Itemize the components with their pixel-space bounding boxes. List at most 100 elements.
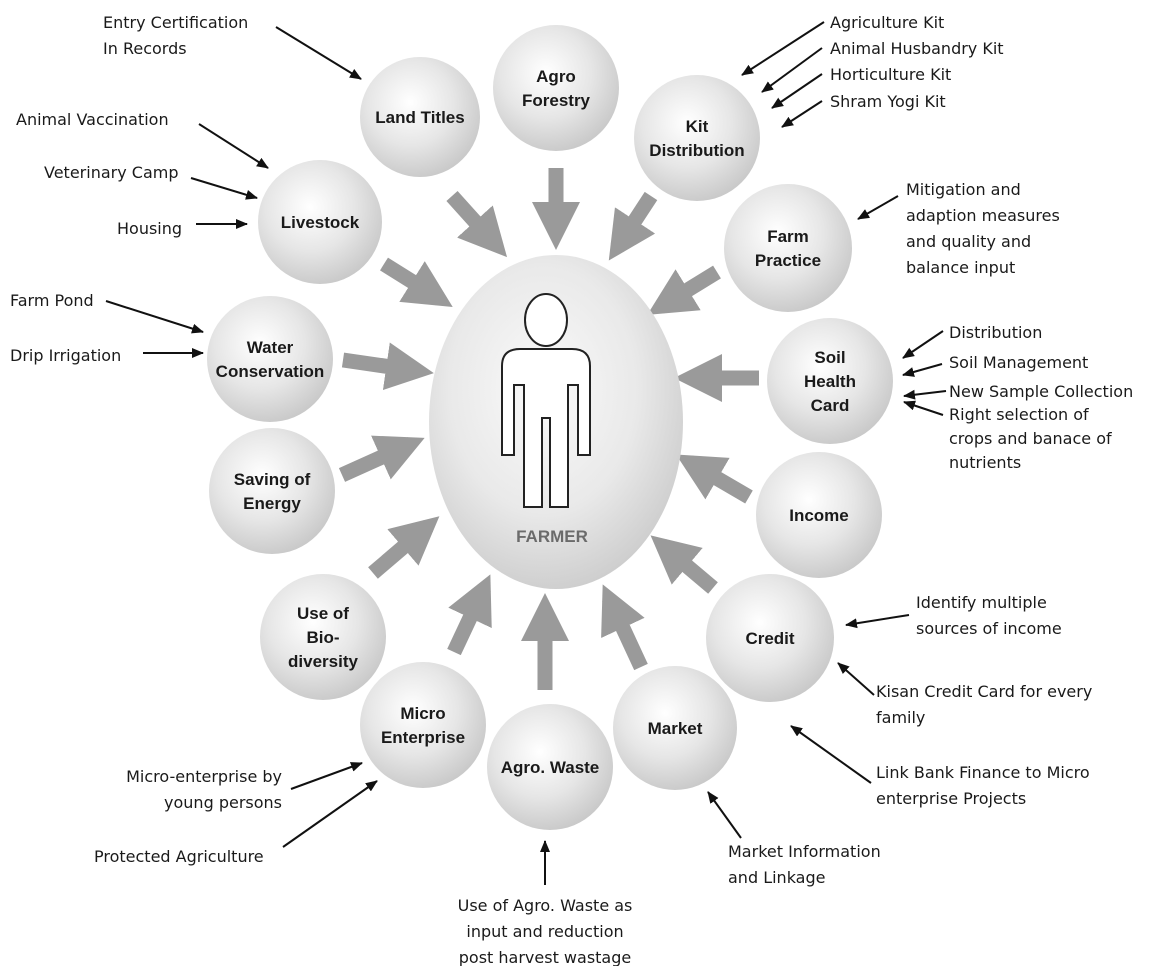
annotation-housing: Housing bbox=[117, 219, 182, 238]
annotation-mitigation: adaption measures bbox=[906, 206, 1060, 225]
annotation-veterinary-camp: Veterinary Camp bbox=[44, 163, 178, 182]
annotation-use-of-agro-waste: Use of Agro. Waste as bbox=[458, 896, 633, 915]
topic-bubbles: Land Titles AgroForestryKitDistributionFa… bbox=[207, 25, 893, 830]
annotation-horticulture-kit: Horticulture Kit bbox=[830, 65, 951, 84]
flow-arrow-saving-of-energy bbox=[338, 435, 425, 482]
annotation-animal-vaccination: Animal Vaccination bbox=[16, 110, 169, 129]
bubble-water-conservation bbox=[207, 296, 333, 422]
annotation-distribution: Distribution bbox=[949, 323, 1042, 342]
farmer-label: FARMER bbox=[516, 527, 588, 546]
annotation-kisan-credit-card: family bbox=[876, 708, 925, 727]
bubble-label-land-titles: Land Titles bbox=[375, 108, 464, 127]
bubble-label-micro-enterprise: Micro bbox=[400, 704, 445, 723]
annotation-right-selection: Right selection of bbox=[949, 405, 1089, 424]
bubble-soil-health-card bbox=[767, 318, 893, 444]
bubble-label-credit: Credit bbox=[745, 629, 794, 648]
pointer-link-bank-finance bbox=[790, 725, 872, 784]
bubble-label-farm-practice: Practice bbox=[755, 251, 821, 270]
bubble-label-market: Market bbox=[648, 719, 703, 738]
bubble-credit bbox=[706, 574, 834, 702]
bubble-label-livestock: Livestock bbox=[281, 213, 360, 232]
pointer-shram-yogi-kit bbox=[781, 100, 823, 128]
bubble-micro-enterprise bbox=[360, 662, 486, 788]
pointer-animal-husbandry-kit bbox=[761, 47, 823, 93]
bubble-label-farm-practice: Farm bbox=[767, 227, 809, 246]
bubble-land-titles bbox=[360, 57, 480, 177]
annotation-link-bank-finance: Link Bank Finance to Micro bbox=[876, 763, 1090, 782]
annotation-kisan-credit-card: Kisan Credit Card for every bbox=[876, 682, 1092, 701]
bubble-livestock bbox=[258, 160, 382, 284]
annotation-mitigation: balance input bbox=[906, 258, 1015, 277]
bubble-saving-of-energy bbox=[209, 428, 335, 554]
annotation-texts: Entry Certification In Records Agriculture… bbox=[10, 13, 1133, 966]
pointer-horticulture-kit bbox=[771, 73, 823, 109]
bubble-label-water-conservation: Conservation bbox=[216, 362, 325, 381]
pointer-distribution bbox=[902, 330, 944, 359]
annotation-new-sample-collection: New Sample Collection bbox=[949, 382, 1133, 401]
pointer-micro-enterprise-young bbox=[290, 762, 363, 790]
annotation-right-selection: crops and banace of bbox=[949, 429, 1112, 448]
flow-arrow-kit-distribution bbox=[608, 191, 658, 261]
flow-arrow-credit bbox=[650, 535, 718, 594]
pointer-mitigation bbox=[857, 195, 899, 220]
bubble-farm-practice bbox=[724, 184, 852, 312]
annotation-agriculture-kit: Agriculture Kit bbox=[830, 13, 944, 32]
annotation-micro-enterprise-young: young persons bbox=[164, 793, 282, 812]
annotation-shram-yogi-kit: Shram Yogi Kit bbox=[830, 92, 946, 111]
bubble-agro-waste bbox=[487, 704, 613, 830]
annotation-micro-enterprise-young: Micro-enterprise by bbox=[126, 767, 282, 786]
annotation-drip-irrigation: Drip Irrigation bbox=[10, 346, 121, 365]
bubble-use-of-biodiversity bbox=[260, 574, 386, 700]
bubble-label-water-conservation: Water bbox=[247, 338, 294, 357]
annotation-mitigation: and quality and bbox=[906, 232, 1031, 251]
person-icon bbox=[501, 293, 591, 508]
pointer-veterinary-camp bbox=[190, 177, 258, 200]
bubble-label-use-of-biodiversity: Use of bbox=[297, 604, 349, 623]
annotation-identify-multiple-sources: sources of income bbox=[916, 619, 1062, 638]
flow-arrow-land-titles bbox=[446, 190, 508, 258]
annotation-animal-husbandry-kit: Animal Husbandry Kit bbox=[830, 39, 1004, 58]
pointer-right-selection bbox=[903, 400, 944, 416]
pointer-new-sample-collection bbox=[903, 389, 947, 400]
annotation-link-bank-finance: enterprise Projects bbox=[876, 789, 1026, 808]
annotation-right-selection: nutrients bbox=[949, 453, 1021, 472]
bubble-label-agro-forestry: Agro bbox=[536, 67, 576, 86]
pointer-identify-multiple-sources bbox=[845, 614, 910, 629]
bubble-label-micro-enterprise: Enterprise bbox=[381, 728, 465, 747]
pointer-protected-agriculture bbox=[282, 780, 378, 848]
pointer-animal-vaccination bbox=[198, 123, 269, 169]
pointer-entry-certification bbox=[275, 26, 362, 80]
pointer-soil-management bbox=[902, 363, 943, 377]
bubble-label-kit-distribution: Kit bbox=[686, 117, 709, 136]
bubble-label-saving-of-energy: Energy bbox=[243, 494, 301, 513]
bubble-label-agro-waste: Agro. Waste bbox=[501, 758, 600, 777]
flow-arrow-micro-enterprise bbox=[447, 574, 492, 656]
bubble-label-soil-health-card: Health bbox=[804, 372, 856, 391]
flow-arrow-water-conservation bbox=[341, 342, 434, 391]
annotation-protected-agriculture: Protected Agriculture bbox=[94, 847, 264, 866]
flow-arrow-income bbox=[676, 454, 753, 504]
bubble-market bbox=[613, 666, 737, 790]
bubble-label-saving-of-energy: Saving of bbox=[234, 470, 311, 489]
bubble-agro-forestry bbox=[493, 25, 619, 151]
bubble-label-soil-health-card: Card bbox=[811, 396, 850, 415]
farmer-hub: FARMER bbox=[429, 255, 683, 589]
annotation-pointers bbox=[105, 21, 947, 885]
annotation-farm-pond: Farm Pond bbox=[10, 291, 94, 310]
bubble-income bbox=[756, 452, 882, 578]
pointer-market-information bbox=[707, 791, 742, 839]
pointer-kisan-credit-card bbox=[837, 662, 875, 696]
bubble-kit-distribution bbox=[634, 75, 760, 201]
bubble-label-kit-distribution: Distribution bbox=[649, 141, 744, 160]
annotation-entry-certification: In Records bbox=[103, 39, 187, 58]
flow-arrows bbox=[338, 168, 759, 690]
flow-arrow-livestock bbox=[380, 257, 453, 307]
annotation-entry-certification: Entry Certification bbox=[103, 13, 248, 32]
bubble-label-agro-forestry: Forestry bbox=[522, 91, 591, 110]
annotation-identify-multiple-sources: Identify multiple bbox=[916, 593, 1047, 612]
bubble-label-soil-health-card: Soil bbox=[814, 348, 845, 367]
annotation-market-information: and Linkage bbox=[728, 868, 825, 887]
pointer-agriculture-kit bbox=[741, 21, 825, 76]
bubble-label-income: Income bbox=[789, 506, 849, 525]
